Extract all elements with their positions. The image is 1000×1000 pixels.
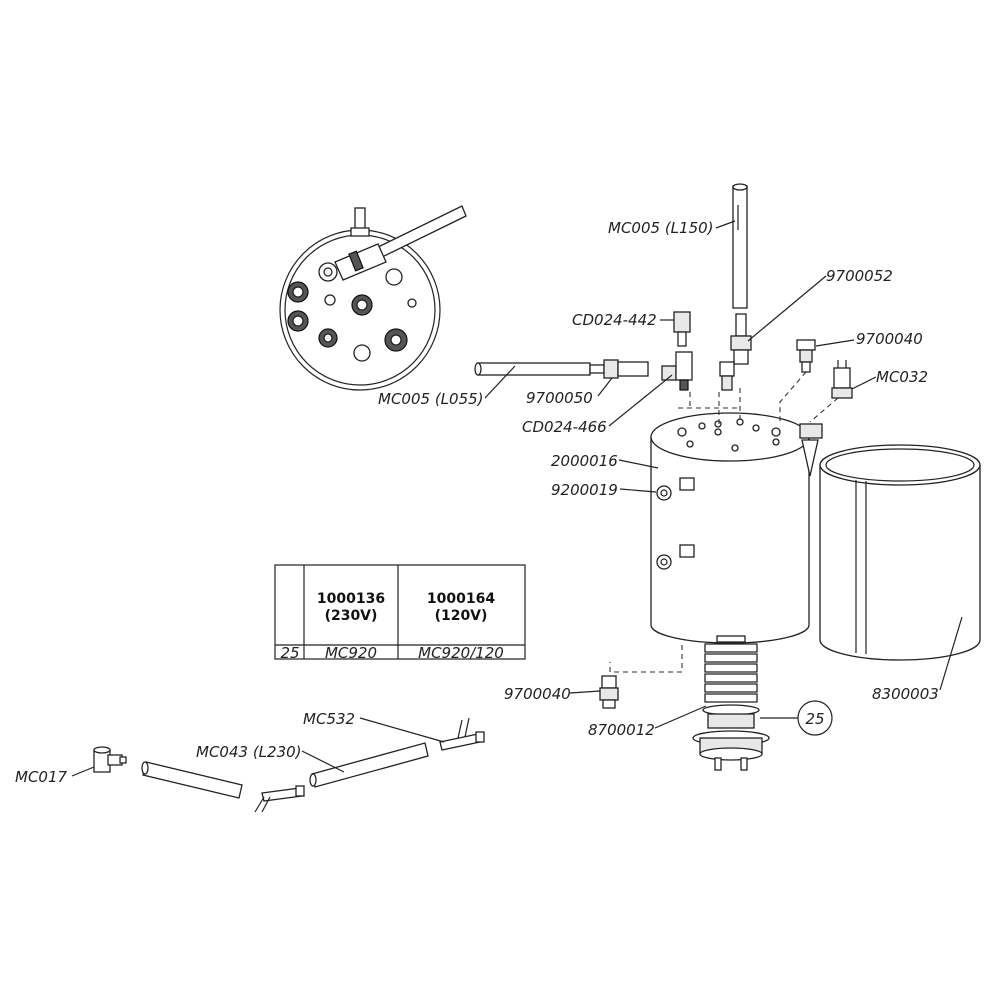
boiler-top-view xyxy=(279,205,467,391)
fitting-9700040-top xyxy=(796,339,816,373)
table-cell-120v: MC920/120 xyxy=(418,644,504,662)
label-mc005-l150: MC005 (L150) xyxy=(608,219,714,237)
hose-mc532 xyxy=(309,742,429,788)
table-header-1-code: 1000136 xyxy=(317,591,385,607)
fitting-cd024-442 xyxy=(673,311,691,347)
callout-25-text: 25 xyxy=(805,710,824,728)
fitting-cd024-466 xyxy=(661,351,693,391)
label-9700040-bottom: 9700040 xyxy=(504,685,571,703)
parts-table: 1000136 (230V) 1000164 (120V) 25 MC920 M… xyxy=(274,564,526,662)
label-2000016: 2000016 xyxy=(551,452,618,470)
label-mc032: MC032 xyxy=(876,368,928,386)
label-mc532: MC532 xyxy=(303,710,355,728)
tube-mc005-l055 xyxy=(474,362,591,376)
label-9700050: 9700050 xyxy=(526,389,593,407)
tube-mc005-l150 xyxy=(732,183,748,309)
table-header-2-code: 1000164 xyxy=(427,591,495,607)
label-mc005-l055: MC005 (L055) xyxy=(378,390,484,408)
tee-mc017 xyxy=(93,746,127,773)
fitting-9700052 xyxy=(730,313,752,365)
label-mc043-l230: MC043 (L230) xyxy=(196,743,302,761)
insulation-jacket-8300003 xyxy=(819,444,981,661)
callout-25: 25 xyxy=(760,700,833,736)
y-connector-lower xyxy=(254,785,305,813)
leader-lines xyxy=(71,220,963,777)
label-cd024-466: CD024-466 xyxy=(522,418,607,436)
label-9700052: 9700052 xyxy=(826,267,893,285)
probe xyxy=(799,423,823,477)
label-cd024-442: CD024-442 xyxy=(572,311,657,329)
hose-mc043-l230 xyxy=(141,761,243,799)
table-row-ref: 25 xyxy=(280,644,299,662)
table-header-1-voltage: (230V) xyxy=(325,608,378,624)
label-8300003: 8300003 xyxy=(872,685,939,703)
fitting-9700050 xyxy=(589,359,649,379)
table-cell-230v: MC920 xyxy=(325,644,377,662)
boiler-tank-2000016 xyxy=(650,412,810,644)
y-connector-upper xyxy=(439,717,485,751)
table-header-2-voltage: (120V) xyxy=(435,608,488,624)
switch-mc032 xyxy=(831,360,853,399)
fitting-center xyxy=(719,361,735,391)
label-8700012: 8700012 xyxy=(588,721,655,739)
heating-element-8700012 xyxy=(692,635,770,771)
label-9700040-top: 9700040 xyxy=(856,330,923,348)
label-9200019: 9200019 xyxy=(551,481,618,499)
label-mc017: MC017 xyxy=(15,768,68,786)
fitting-9700040-bottom xyxy=(599,675,619,709)
